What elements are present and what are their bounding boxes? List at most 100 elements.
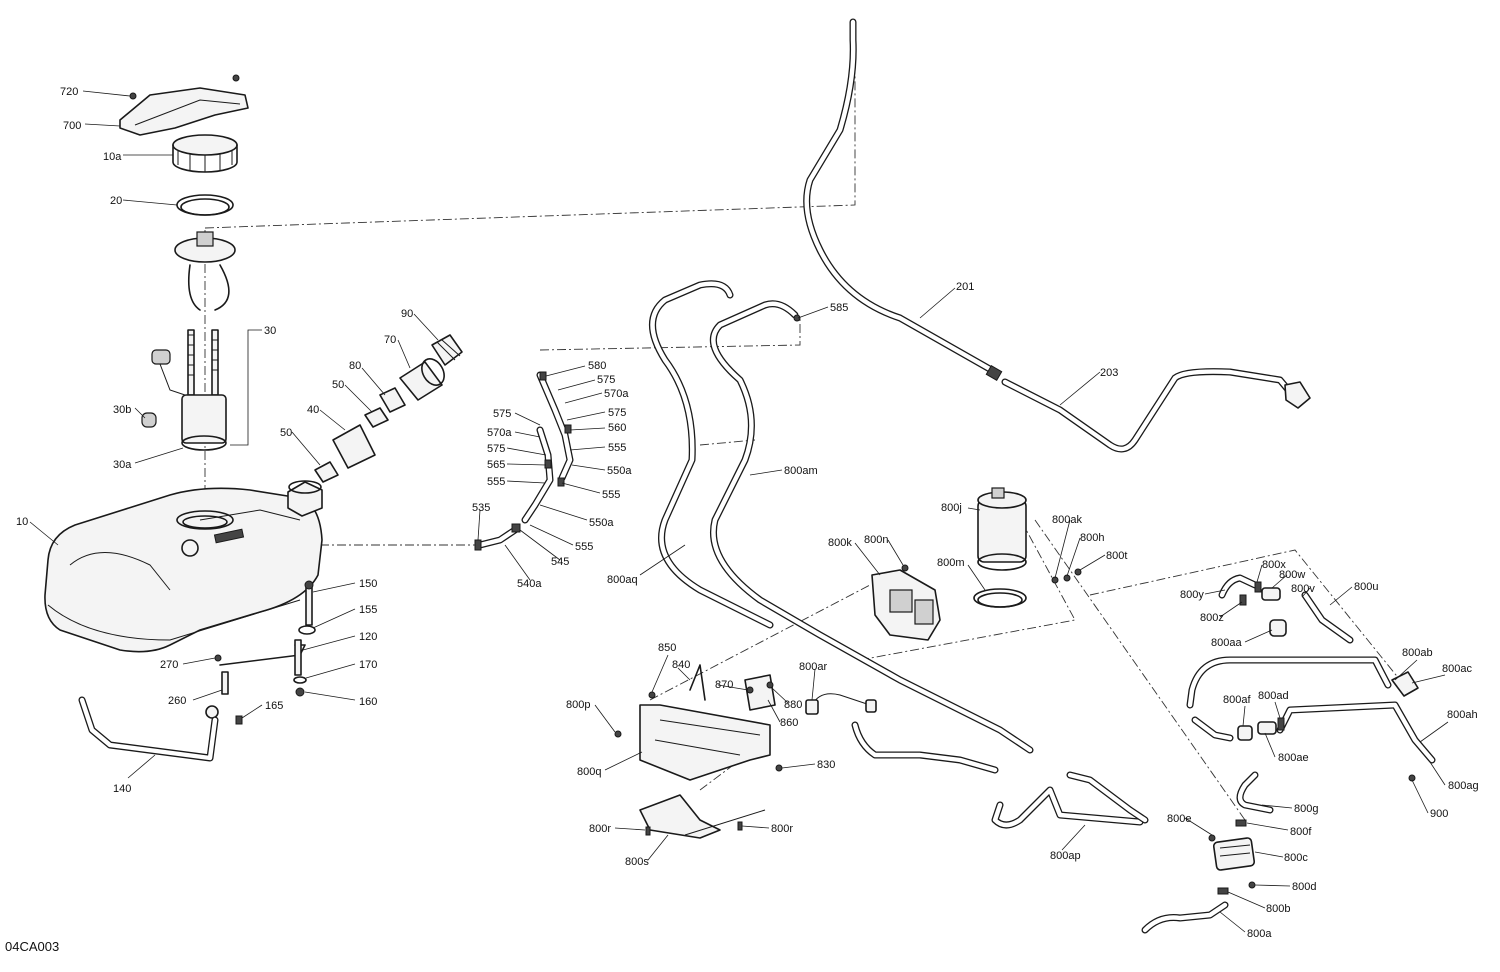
- heat-shield: [119, 87, 249, 136]
- label-700: 700: [63, 120, 81, 132]
- label-800ak: 800ak: [1052, 514, 1082, 526]
- fuel-cap: [431, 334, 463, 366]
- label-830: 830: [817, 759, 835, 771]
- label-800k: 800k: [828, 537, 852, 549]
- tank-filler-neck: [287, 481, 323, 517]
- plate-800s: [639, 794, 721, 839]
- clamp-800ad: [1277, 717, 1285, 731]
- label-800q: 800q: [577, 766, 601, 778]
- label-170: 170: [359, 659, 377, 671]
- fitting-560: [564, 424, 572, 434]
- label-555-a: 555: [608, 442, 626, 454]
- label-20: 20: [110, 195, 122, 207]
- bracket-800q: [639, 704, 771, 781]
- filler-neck: [399, 361, 443, 401]
- label-720: 720: [60, 86, 78, 98]
- clamp-800f: [1235, 819, 1247, 827]
- label-555-b: 555: [487, 476, 505, 488]
- label-545: 545: [551, 556, 569, 568]
- label-900: 900: [1430, 808, 1448, 820]
- filler-vent-line: [803, 18, 1311, 453]
- label-800z: 800z: [1200, 612, 1224, 624]
- clip-800e: [1208, 834, 1216, 842]
- fitting-800t: [1074, 568, 1082, 576]
- label-70: 70: [384, 334, 396, 346]
- bracket-arm-840: [689, 664, 706, 701]
- label-575-c: 575: [608, 407, 626, 419]
- label-10a: 10a: [103, 151, 122, 163]
- label-800s: 800s: [625, 856, 649, 868]
- label-800x: 800x: [1262, 559, 1286, 571]
- diagram-code: 04CA003: [5, 939, 59, 954]
- connector-800ar-a: [805, 699, 819, 715]
- hose-clamp-50-upper: [364, 407, 389, 428]
- label-800t: 800t: [1106, 550, 1127, 562]
- sensor-harness: [805, 693, 877, 715]
- assembly-dash-lines: [204, 30, 1401, 821]
- screw-880: [766, 681, 774, 689]
- harness-800ar: [811, 693, 871, 706]
- callout-labels: 720 700 10a 20 30 30b 30a 10 90 70 80 50…: [5, 86, 1479, 954]
- label-800h: 800h: [1080, 532, 1104, 544]
- bracket-260: [221, 671, 229, 695]
- canister-bracket-assembly: [614, 664, 783, 839]
- retainer-140-end: [205, 705, 219, 719]
- fuel-tank-assembly: [44, 74, 463, 762]
- tank-cap-fitting: [181, 539, 199, 557]
- label-800ar: 800ar: [799, 661, 827, 673]
- tank-strap: [294, 639, 302, 676]
- label-550a-bottom: 550a: [589, 517, 614, 529]
- nut-160: [295, 687, 305, 697]
- label-30b: 30b: [113, 404, 131, 416]
- label-850: 850: [658, 642, 676, 654]
- clip-800r-a: [645, 826, 651, 836]
- label-800a: 800a: [1247, 928, 1272, 940]
- vent-valve-group: [1218, 574, 1354, 644]
- label-565: 565: [487, 459, 505, 471]
- clamp-800z: [1239, 594, 1247, 606]
- label-800ah: 800ah: [1447, 709, 1478, 721]
- screw-800n: [901, 564, 909, 572]
- screw-720-a: [129, 92, 137, 100]
- label-575-a: 575: [597, 374, 615, 386]
- evap-canister: [973, 487, 1082, 608]
- label-800ap: 800ap: [1050, 850, 1081, 862]
- label-120: 120: [359, 631, 377, 643]
- clip-800d: [1248, 881, 1256, 889]
- label-155: 155: [359, 604, 377, 616]
- washer-155: [298, 625, 316, 635]
- label-800c: 800c: [1284, 852, 1308, 864]
- label-270: 270: [160, 659, 178, 671]
- vent-hoses: [649, 280, 1034, 754]
- label-535: 535: [472, 502, 490, 514]
- hose-clamp-80: [379, 387, 406, 413]
- label-800af: 800af: [1223, 694, 1251, 706]
- purge-valve-assembly: [871, 564, 941, 641]
- label-800v: 800v: [1291, 583, 1315, 595]
- label-50-lower: 50: [280, 427, 292, 439]
- label-800d: 800d: [1292, 881, 1316, 893]
- pump-filter: [141, 412, 157, 428]
- label-880: 880: [784, 699, 802, 711]
- label-540a: 540a: [517, 578, 542, 590]
- clip-800r-b: [737, 821, 743, 831]
- label-550a-right: 550a: [607, 465, 632, 477]
- label-800ag: 800ag: [1448, 780, 1479, 792]
- clip-900: [1408, 774, 1416, 782]
- label-860: 860: [780, 717, 798, 729]
- label-80: 80: [349, 360, 361, 372]
- screw-165: [235, 715, 243, 725]
- nut-830: [775, 764, 783, 772]
- label-800f: 800f: [1290, 826, 1312, 838]
- label-800y: 800y: [1180, 589, 1204, 601]
- leader-lines: [29, 90, 1449, 933]
- label-580: 580: [588, 360, 606, 372]
- label-50-upper: 50: [332, 379, 344, 391]
- fitting-565: [544, 459, 552, 469]
- screw-800p: [614, 730, 622, 738]
- label-800ac: 800ac: [1442, 663, 1472, 675]
- return-line-group: [1186, 656, 1436, 782]
- lock-ring: [172, 134, 238, 156]
- label-800u: 800u: [1354, 581, 1378, 593]
